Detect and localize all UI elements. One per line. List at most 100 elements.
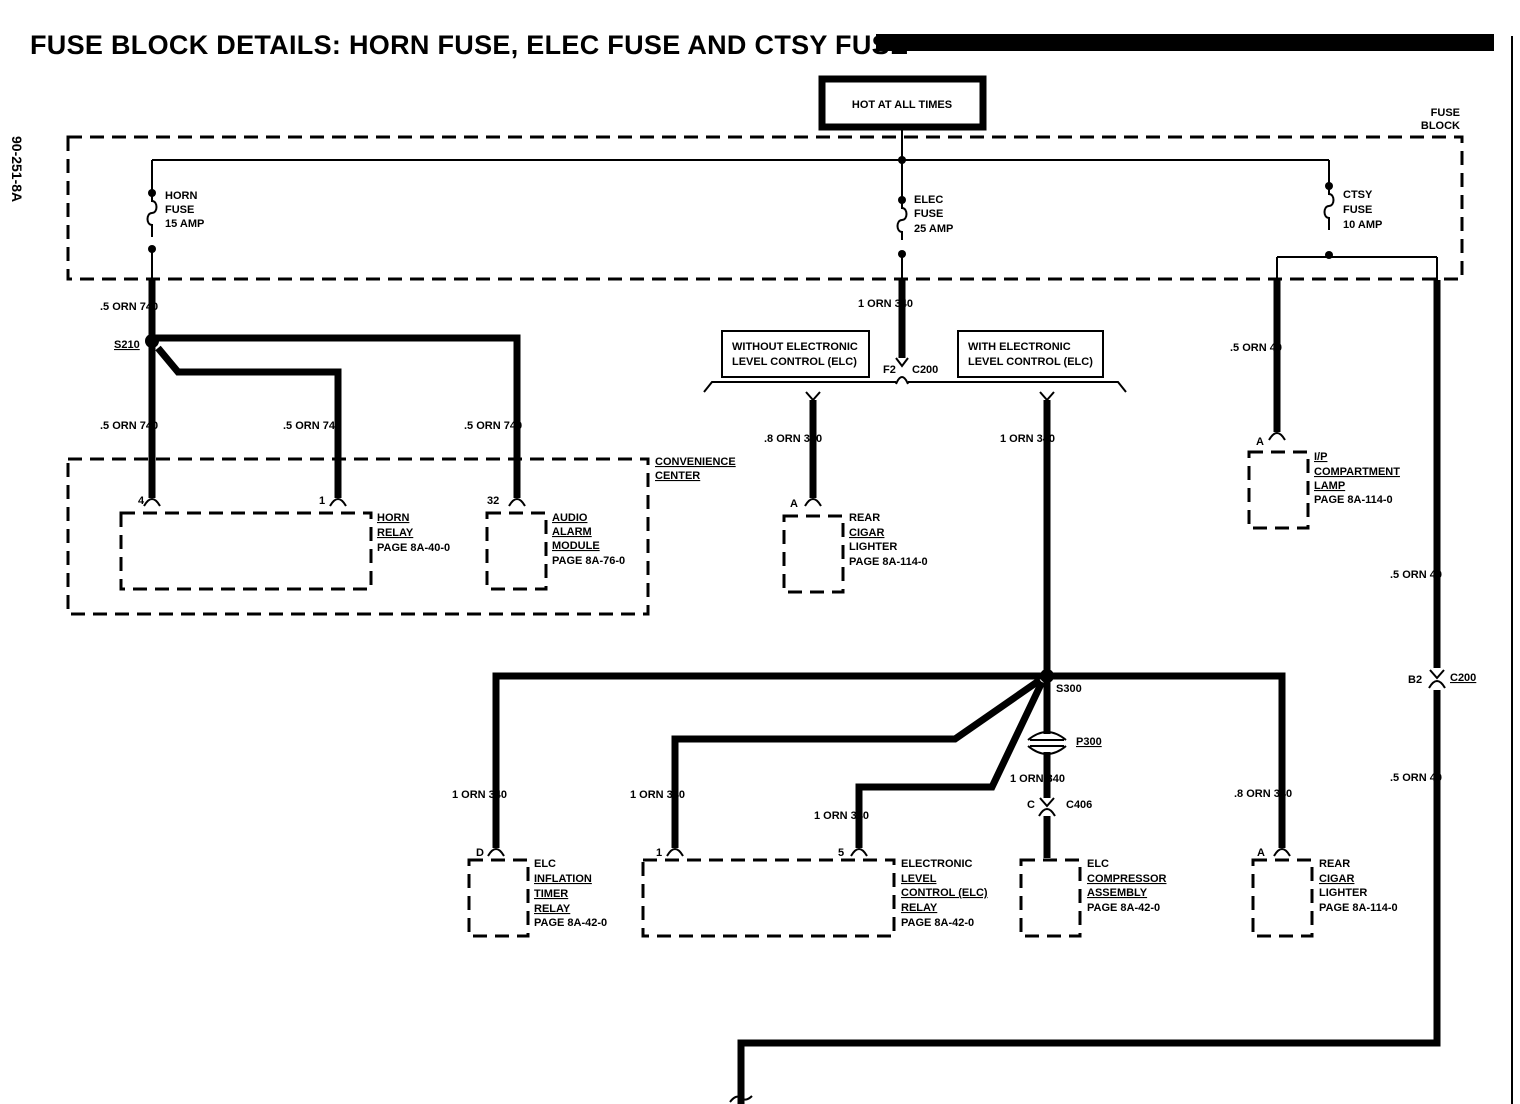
svg-text:.8 ORN 340: .8 ORN 340 [764,433,822,445]
svg-text:LAMP: LAMP [1314,480,1345,492]
connector-c406-pin: C [1027,799,1035,811]
page-code: 90-251-8A [9,136,25,202]
svg-text:CIGAR: CIGAR [849,527,885,539]
ctsy-fuse: CTSY FUSE 10 AMP [1276,160,1438,280]
ctsy-fuse-label: CTSY [1343,189,1373,201]
svg-text:S300: S300 [1056,683,1082,695]
connector-c200-pin: F2 [883,364,896,376]
svg-text:ALARM: ALARM [552,526,592,538]
elec-circuit: 1 ORN 340 F2 C200 WITHOUT ELECTRONIC LEV… [703,280,1127,674]
svg-text:.5 ORN 740: .5 ORN 740 [464,420,522,432]
svg-text:1 ORN 340: 1 ORN 340 [452,789,507,801]
svg-text:.5 ORN 40: .5 ORN 40 [1390,569,1442,581]
svg-text:P300: P300 [1076,736,1102,748]
svg-text:REAR: REAR [849,512,880,524]
svg-text:4: 4 [138,495,145,507]
svg-text:1 ORN 340: 1 ORN 340 [1000,433,1055,445]
svg-text:ASSEMBLY: ASSEMBLY [1087,887,1148,899]
without-elc-option-box [721,330,870,378]
svg-text:LEVEL CONTROL (ELC): LEVEL CONTROL (ELC) [732,356,857,368]
svg-text:ELECTRONIC: ELECTRONIC [901,858,973,870]
fuse-block-box [66,135,1464,281]
svg-text:INFLATION: INFLATION [534,873,592,885]
elec-fuse-label: ELEC [914,194,943,206]
svg-text:COMPARTMENT: COMPARTMENT [1314,466,1400,478]
svg-text:FUSE: FUSE [914,208,943,220]
svg-text:15 AMP: 15 AMP [165,218,204,230]
svg-text:PAGE 8A-42-0: PAGE 8A-42-0 [901,917,974,929]
svg-text:CIGAR: CIGAR [1319,873,1355,885]
fuse-block-label: FUSE [1431,107,1460,119]
svg-text:.5 ORN 740: .5 ORN 740 [283,420,341,432]
svg-text:PAGE 8A-114-0: PAGE 8A-114-0 [849,556,928,568]
svg-text:CONTROL (ELC): CONTROL (ELC) [901,887,988,899]
svg-text:PAGE 8A-42-0: PAGE 8A-42-0 [534,917,607,929]
horn-relay: 4 1 HORN RELAY PAGE 8A-40-0 [119,495,450,591]
svg-text:WITH ELECTRONIC: WITH ELECTRONIC [968,341,1071,353]
rear-cigar-lighter-1: A REAR CIGAR LIGHTER PAGE 8A-114-0 [782,498,928,594]
svg-text:1 ORN 340: 1 ORN 340 [858,298,913,310]
ctsy-circuit: .5 ORN 40 .5 ORN 40 B2 C200 .5 ORN 40 [729,280,1476,1104]
elc-compressor-assembly: ELC COMPRESSOR ASSEMBLY PAGE 8A-42-0 [1019,858,1167,938]
svg-text:ELC: ELC [534,858,556,870]
svg-text:25 AMP: 25 AMP [914,223,953,235]
svg-text:32: 32 [487,495,499,507]
audio-alarm-module: 32 AUDIO ALARM MODULE PAGE 8A-76-0 [485,495,625,591]
svg-text:HORN: HORN [377,512,409,524]
svg-text:10 AMP: 10 AMP [1343,219,1382,231]
svg-text:.5 ORN 40: .5 ORN 40 [1230,342,1282,354]
svg-text:RELAY: RELAY [534,903,571,915]
svg-text:REAR: REAR [1319,858,1350,870]
svg-text:PAGE 8A-114-0: PAGE 8A-114-0 [1319,902,1398,914]
svg-text:MODULE: MODULE [552,540,600,552]
svg-text:5: 5 [838,847,844,859]
page-title: FUSE BLOCK DETAILS: HORN FUSE, ELEC FUSE… [30,30,908,60]
connector-c200: C200 [912,364,938,376]
horn-circuit: .5 ORN 740 S210 .5 ORN 740 .5 ORN 740 .5… [100,280,526,507]
splice-p300 [1030,739,1064,747]
connector-c200-b2: C200 [1450,672,1476,684]
svg-text:RELAY: RELAY [377,527,414,539]
svg-text:1 ORN 340: 1 ORN 340 [814,810,869,822]
svg-text:LIGHTER: LIGHTER [1319,887,1367,899]
svg-text:FUSE: FUSE [1343,204,1372,216]
elc-relay: 1 5 ELECTRONIC LEVEL CONTROL (ELC) RELAY… [641,847,988,938]
s300-circuit: S300 P300 C C406 1 ORN 340 1 ORN 340 1 O… [452,669,1292,858]
svg-text:LEVEL CONTROL (ELC): LEVEL CONTROL (ELC) [968,356,1093,368]
svg-text:.5 ORN 740: .5 ORN 740 [100,420,158,432]
svg-text:.8 ORN 340: .8 ORN 340 [1234,788,1292,800]
svg-text:CENTER: CENTER [655,470,700,482]
svg-text:1 ORN 340: 1 ORN 340 [1010,773,1065,785]
rear-cigar-lighter-2: A REAR CIGAR LIGHTER PAGE 8A-114-0 [1251,847,1398,938]
svg-text:PAGE 8A-114-0: PAGE 8A-114-0 [1314,494,1393,506]
svg-text:LEVEL: LEVEL [901,873,937,885]
fuse-block-label-2: BLOCK [1421,120,1460,132]
elec-fuse: ELEC FUSE 25 AMP [896,160,953,280]
convenience-center-label: CONVENIENCE [655,456,736,468]
svg-text:PAGE 8A-42-0: PAGE 8A-42-0 [1087,902,1160,914]
svg-text:A: A [1257,847,1265,859]
svg-text:WITHOUT ELECTRONIC: WITHOUT ELECTRONIC [732,341,858,353]
horn-fuse-label: HORN [165,190,197,202]
connector-c200-b2-pin: B2 [1408,674,1422,686]
svg-text:1: 1 [319,495,325,507]
wire-label: .5 ORN 740 [100,301,158,313]
svg-text:D: D [476,847,484,859]
svg-text:RELAY: RELAY [901,902,938,914]
svg-text:PAGE 8A-76-0: PAGE 8A-76-0 [552,555,625,567]
ip-compartment-lamp: A I/P COMPARTMENT LAMP PAGE 8A-114-0 [1247,436,1400,530]
svg-text:COMPRESSOR: COMPRESSOR [1087,873,1167,885]
convenience-center-box [66,457,650,616]
svg-text:.5 ORN 40: .5 ORN 40 [1390,772,1442,784]
svg-text:LIGHTER: LIGHTER [849,541,897,553]
svg-text:1: 1 [656,847,662,859]
svg-text:I/P: I/P [1314,451,1327,463]
with-elc-option-box [957,330,1104,378]
svg-text:PAGE 8A-40-0: PAGE 8A-40-0 [377,542,450,554]
svg-text:ELC: ELC [1087,858,1109,870]
hot-at-all-times-label: HOT AT ALL TIMES [852,99,952,111]
horn-fuse: HORN FUSE 15 AMP [146,160,204,280]
elc-inflation-timer-relay: D ELC INFLATION TIMER RELAY PAGE 8A-42-0 [467,847,607,938]
connector-c406: C406 [1066,799,1092,811]
svg-text:TIMER: TIMER [534,888,568,900]
